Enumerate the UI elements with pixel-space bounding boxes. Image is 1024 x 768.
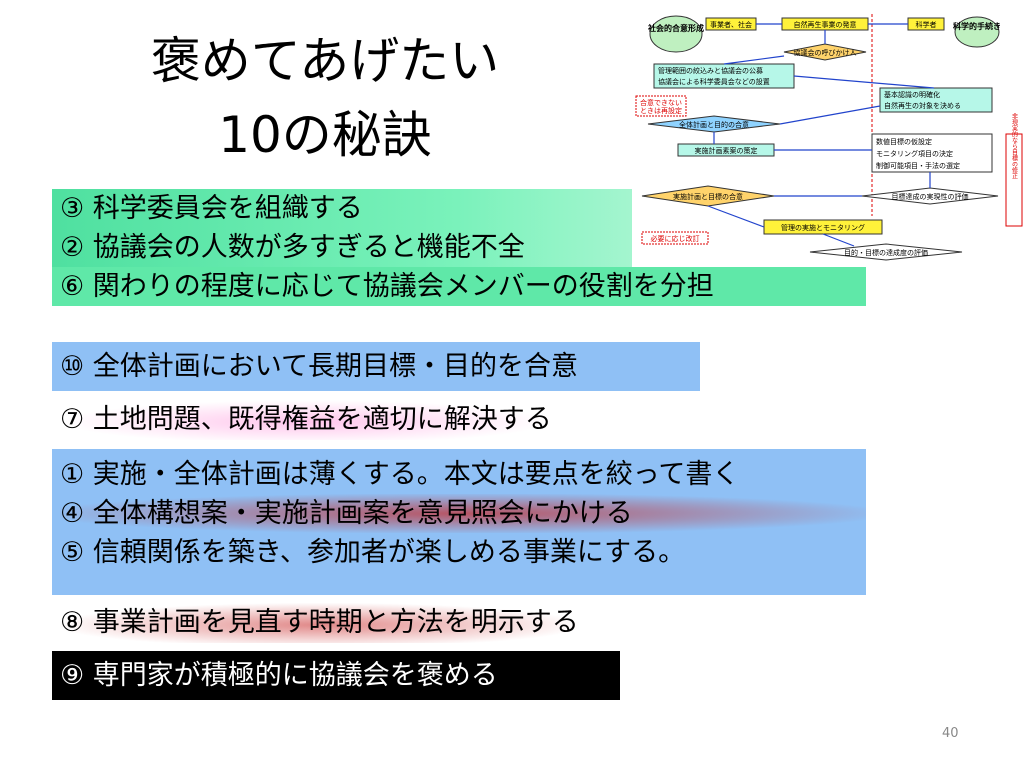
page-number: 40 xyxy=(942,726,959,741)
flow-plan-draft: 実施計画素案の策定 xyxy=(695,146,758,155)
flow-achievement: 目的・目標の達成度の評価 xyxy=(844,248,928,257)
flow-basic-2: 自然再生の対象を決める xyxy=(884,101,961,110)
item-8: ⑧ 事業計画を見直す時期と方法を明示する xyxy=(60,603,579,643)
title-line-2: 10の秘訣 xyxy=(218,106,432,164)
slide-title: 褒めてあげたい 10の秘訣 xyxy=(90,24,560,172)
flow-scope-1: 管理範囲の絞込みと協議会の公募 xyxy=(658,66,763,75)
flow-num-3: 制御可能項目・手法の選定 xyxy=(876,161,960,170)
flow-social: 社会的合意形成 xyxy=(647,23,704,33)
flow-num-1: 数値目標の仮設定 xyxy=(876,137,932,146)
item-6: ⑥ 関わりの程度に応じて協議会メンバーの役割を分担 xyxy=(52,267,866,306)
consensus-flowchart: 社会的合意形成 事業者、社会 自然再生事業の発意 科学者 科学的手続き 協議会の… xyxy=(635,14,1023,261)
blue-group: ① 実施・全体計画は薄くする。本文は要点を絞って書く ④ 全体構想案・実施計画案… xyxy=(52,449,866,595)
flow-redo-1: 合意できない xyxy=(640,98,682,107)
flow-stakeholders: 事業者、社会 xyxy=(710,20,752,29)
item-2: ② 協議会の人数が多すぎると機能不全 xyxy=(52,228,632,267)
flow-plan-goal: 実施計画と目標の合意 xyxy=(673,192,743,201)
item-4: ④ 全体構想案・実施計画案を意見照会にかける xyxy=(60,494,866,533)
flow-scientists: 科学者 xyxy=(916,20,937,29)
flow-call-council: 協議会の呼びかけ人 xyxy=(794,48,857,57)
flow-scope-2: 協議会による科学委員会などの設置 xyxy=(658,77,770,86)
flow-sci-procedure: 科学的手続き xyxy=(953,21,1001,31)
flow-redo-2: ときは再設定 xyxy=(640,106,682,115)
item-3: ③ 科学委員会を組織する xyxy=(52,189,632,228)
flow-implementation: 管理の実施とモニタリング xyxy=(781,223,865,232)
title-line-1: 褒めてあげたい xyxy=(150,32,500,90)
item-9: ⑨ 専門家が積極的に協議会を褒める xyxy=(52,651,620,700)
flow-revise: 必要に応じ改訂 xyxy=(651,234,700,243)
item-10: ⑩ 全体計画において長期目標・目的を合意 xyxy=(52,342,700,391)
green-group: ③ 科学委員会を組織する ② 協議会の人数が多すぎると機能不全 ⑥ 関わりの程度… xyxy=(52,189,866,306)
item-1: ① 実施・全体計画は薄くする。本文は要点を絞って書く xyxy=(60,459,740,490)
flow-basic-1: 基本認識の明確化 xyxy=(884,90,940,99)
flow-unrealistic: 非現実的なら目標の修正 xyxy=(1011,112,1018,179)
item-5: ⑤ 信頼関係を築き、参加者が楽しめる事業にする。 xyxy=(60,537,686,568)
flow-proposal: 自然再生事業の発意 xyxy=(794,20,857,29)
item-7: ⑦ 土地問題、既得権益を適切に解決する xyxy=(60,400,552,440)
flow-feasibility: 目標達成の実現性の評価 xyxy=(892,192,969,201)
flow-overall: 全体計画と目的の合意 xyxy=(679,120,749,129)
flow-num-2: モニタリング項目の決定 xyxy=(876,149,953,158)
